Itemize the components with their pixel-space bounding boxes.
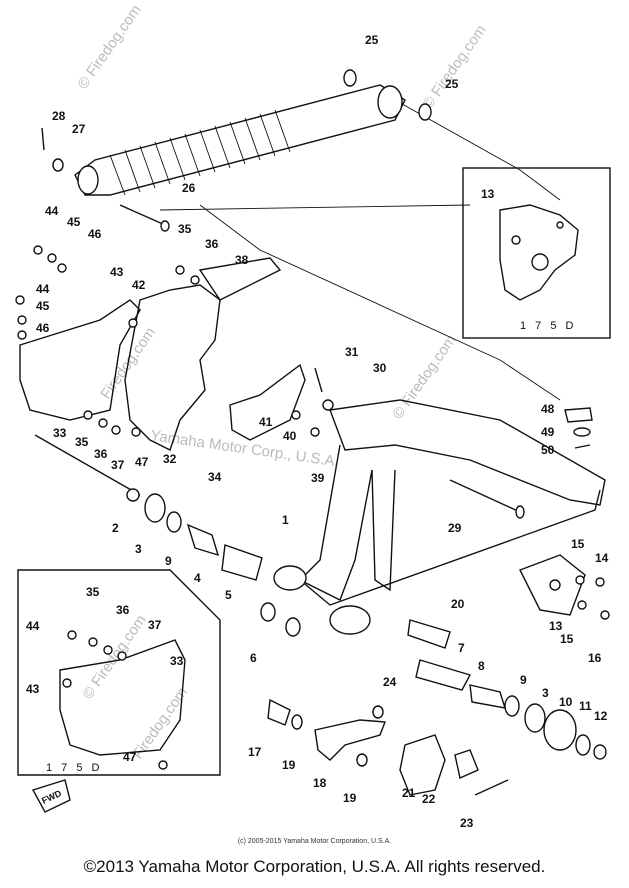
part-number-label: 7 bbox=[458, 641, 465, 655]
part-number-label: 35 bbox=[75, 435, 89, 449]
part-number-label: 27 bbox=[72, 122, 86, 136]
part-number-label: 36 bbox=[94, 447, 108, 461]
inset-box-175d-cover bbox=[17, 569, 221, 813]
part-number-label: 3 bbox=[135, 542, 142, 556]
part-number-label: 5 bbox=[225, 588, 232, 602]
exploded-parts-diagram: © Firedog.com Firedog.com Yamaha Motor C… bbox=[15, 2, 611, 830]
part-number-label: 41 bbox=[259, 415, 273, 429]
part-number-label: 36 bbox=[205, 237, 219, 251]
part-number-label: 44 bbox=[26, 619, 40, 633]
part-number-label: 43 bbox=[110, 265, 124, 279]
part-number-label: 15 bbox=[571, 537, 585, 551]
part-number-label: 40 bbox=[283, 429, 297, 443]
part-number-label: 11 bbox=[579, 699, 592, 713]
pivot-bushings bbox=[144, 493, 607, 760]
part-number-label: 33 bbox=[170, 654, 184, 668]
watermark-text: © Firedog.com bbox=[74, 2, 144, 93]
part-number-label: 23 bbox=[460, 816, 474, 830]
part-number-label: 2 bbox=[112, 521, 119, 535]
part-number-label: 35 bbox=[178, 222, 192, 236]
part-number-label: 26 bbox=[182, 181, 196, 195]
part-number-label: 34 bbox=[208, 470, 222, 484]
part-number-label: 24 bbox=[383, 675, 397, 689]
brake-linkage bbox=[267, 698, 509, 796]
part-number-label: 47 bbox=[135, 455, 149, 469]
reference-lines bbox=[159, 99, 561, 401]
watermark-text: © Firedog.com bbox=[79, 612, 149, 703]
inset-box-175d-bracket bbox=[462, 167, 611, 339]
inset-caption: 1 7 5 D bbox=[520, 320, 576, 332]
part-number-label: 32 bbox=[163, 452, 177, 466]
part-number-label: 46 bbox=[88, 227, 102, 241]
small-copyright-notice: (c) 2005-2015 Yamaha Motor Corporation, … bbox=[237, 838, 392, 845]
watermark-text: © Firedog.com bbox=[389, 332, 459, 423]
part-number-label: 4 bbox=[194, 571, 201, 585]
part-number-label: 25 bbox=[365, 33, 379, 47]
part-number-labels: 25 25 28 27 26 13 44 45 46 35 36 38 43 4… bbox=[26, 33, 609, 830]
side-cover-assembly bbox=[15, 245, 334, 451]
part-number-label: 1 bbox=[282, 513, 289, 527]
part-number-label: 37 bbox=[111, 458, 125, 472]
part-number-label: 19 bbox=[343, 791, 357, 805]
part-number-label: 48 bbox=[541, 402, 555, 416]
part-number-label: 13 bbox=[549, 619, 563, 633]
part-number-label: 16 bbox=[588, 651, 602, 665]
part-number-label: 20 bbox=[451, 597, 465, 611]
part-number-label: 9 bbox=[165, 554, 172, 568]
part-number-label: 9 bbox=[520, 673, 527, 687]
part-number-label: 3 bbox=[542, 686, 549, 700]
part-number-label: 15 bbox=[560, 632, 574, 646]
part-number-label: 47 bbox=[123, 750, 137, 764]
part-number-label: 18 bbox=[313, 776, 327, 790]
part-number-label: 46 bbox=[36, 321, 50, 335]
part-number-label: 10 bbox=[559, 695, 573, 709]
part-number-label: 39 bbox=[311, 471, 325, 485]
part-number-label: 29 bbox=[448, 521, 462, 535]
swingarm-frame bbox=[34, 399, 610, 635]
rear-shock-absorber bbox=[41, 69, 432, 232]
part-number-label: 44 bbox=[45, 204, 59, 218]
part-number-label: 45 bbox=[36, 299, 50, 313]
part-number-label: 43 bbox=[26, 682, 40, 696]
part-number-label: 42 bbox=[132, 278, 146, 292]
part-number-label: 21 bbox=[402, 786, 416, 800]
part-number-label: 22 bbox=[422, 792, 436, 806]
forward-direction-label: FWD bbox=[40, 788, 63, 806]
part-number-label: 35 bbox=[86, 585, 100, 599]
part-number-label: 44 bbox=[36, 282, 50, 296]
part-number-label: 28 bbox=[52, 109, 66, 123]
part-number-label: 25 bbox=[445, 77, 459, 91]
watermark-text: © Firedog.com bbox=[419, 22, 489, 113]
part-number-label: 37 bbox=[148, 618, 162, 632]
part-number-label: 50 bbox=[541, 443, 555, 457]
part-number-label: 8 bbox=[478, 659, 485, 673]
part-number-label: 30 bbox=[373, 361, 387, 375]
part-number-label: 19 bbox=[282, 758, 296, 772]
part-number-label: 38 bbox=[235, 253, 249, 267]
part-number-label: 6 bbox=[250, 651, 257, 665]
part-number-label: 33 bbox=[53, 426, 67, 440]
part-number-label: 45 bbox=[67, 215, 81, 229]
part-number-label: 36 bbox=[116, 603, 130, 617]
part-number-label: 14 bbox=[595, 551, 609, 565]
part-number-label: 31 bbox=[345, 345, 359, 359]
footer-copyright: ©2013 Yamaha Motor Corporation, U.S.A. A… bbox=[83, 857, 546, 876]
part-number-label: 17 bbox=[248, 745, 262, 759]
part-number-label: 13 bbox=[481, 187, 495, 201]
part-number-label: 49 bbox=[541, 425, 555, 439]
part-number-label: 12 bbox=[594, 709, 608, 723]
inset-caption: 1 7 5 D bbox=[46, 762, 102, 774]
